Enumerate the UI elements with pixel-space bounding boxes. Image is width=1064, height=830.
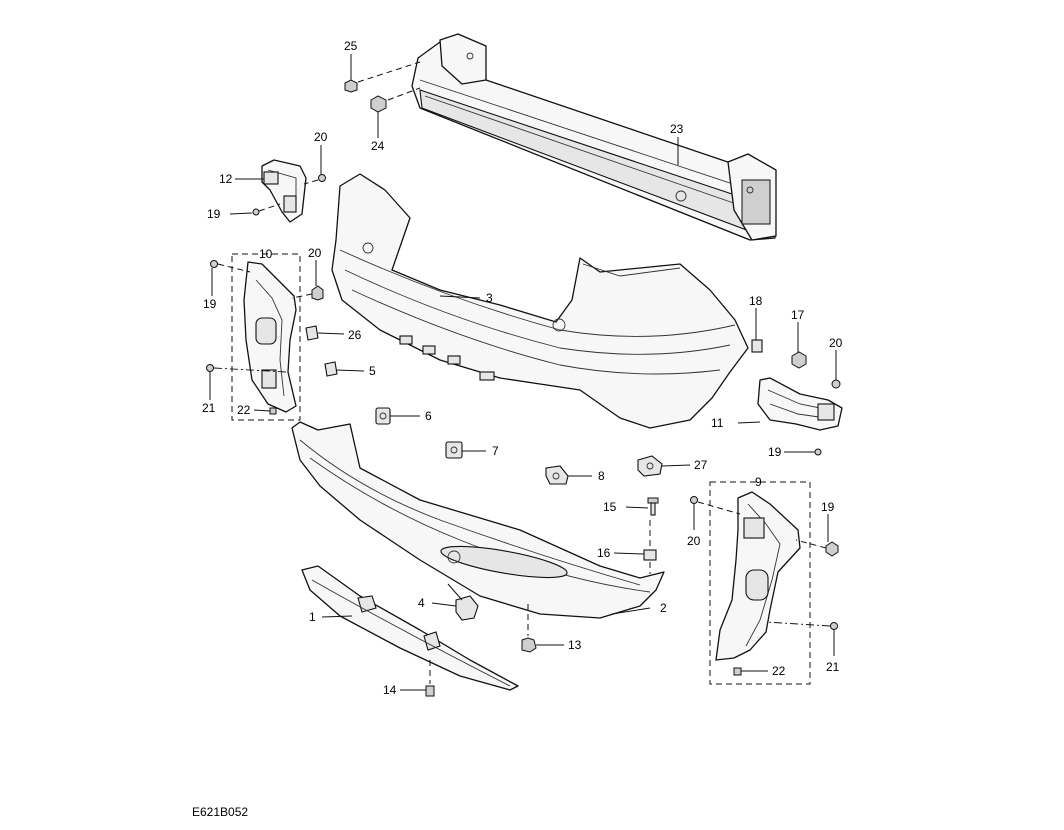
callout-4: 4 xyxy=(418,596,425,610)
callout-19-left: 19 xyxy=(203,297,217,311)
callout-10: 10 xyxy=(259,247,273,261)
part-15-screw xyxy=(647,497,659,516)
callout-17: 17 xyxy=(791,308,805,322)
part-19-screw-lower xyxy=(795,539,839,557)
part-12-bracket xyxy=(261,159,307,223)
callout-26: 26 xyxy=(348,328,362,342)
part-14-screw xyxy=(425,660,435,697)
callout-8: 8 xyxy=(598,469,605,483)
part-20-clip-right xyxy=(831,379,841,389)
callout-20-lower: 20 xyxy=(687,534,701,548)
callout-19-right: 19 xyxy=(768,445,782,459)
callout-9: 9 xyxy=(755,475,762,489)
callout-14: 14 xyxy=(383,683,397,697)
part-20-clip-lower xyxy=(690,496,741,515)
callout-21-left: 21 xyxy=(202,401,216,415)
part-20-clip-top xyxy=(303,174,326,185)
part-24-bolt xyxy=(370,87,421,113)
part-3-bumper-cover xyxy=(331,173,749,429)
part-27-retainer xyxy=(637,455,663,477)
part-1-lower-trim xyxy=(301,565,519,691)
part-11-bracket-right xyxy=(757,377,843,431)
part-5-clip xyxy=(324,361,338,377)
callout-19-lower: 19 xyxy=(821,500,835,514)
callout-16: 16 xyxy=(597,546,611,560)
drawing-code: E621B052 xyxy=(192,805,248,819)
callout-23: 23 xyxy=(670,122,684,136)
part-10-bracket-left xyxy=(243,261,297,413)
part-2-lower-valance xyxy=(291,421,665,619)
part-22-clip-right xyxy=(733,667,742,676)
callout-22-left: 22 xyxy=(237,403,251,417)
callout-6: 6 xyxy=(425,409,432,423)
callout-11: 11 xyxy=(711,416,724,430)
part-9-bracket-right xyxy=(715,491,801,661)
part-7-retainer xyxy=(445,441,463,459)
part-16-clip xyxy=(643,520,657,574)
part-20-clip-left xyxy=(291,285,324,301)
part-10-group-box xyxy=(231,253,301,421)
part-13-fastener xyxy=(521,604,537,653)
part-18-clip xyxy=(751,339,763,353)
part-21-nut-right xyxy=(765,621,838,630)
callout-2: 2 xyxy=(660,601,667,615)
part-19-screw-top xyxy=(252,203,281,216)
callout-18: 18 xyxy=(749,294,763,308)
callout-19-top: 19 xyxy=(207,207,221,221)
part-26-clip xyxy=(305,325,319,341)
callout-1: 1 xyxy=(309,610,316,624)
part-9-group-box xyxy=(709,481,811,685)
callout-20-top: 20 xyxy=(314,130,328,144)
part-8-retainer xyxy=(545,465,569,485)
callout-12: 12 xyxy=(219,172,233,186)
callout-5: 5 xyxy=(369,364,376,378)
part-6-retainer xyxy=(375,407,391,425)
leader-lines xyxy=(209,54,837,691)
callout-20-left: 20 xyxy=(308,246,322,260)
callout-labels: 25 24 23 12 20 19 10 20 19 3 26 5 21 22 … xyxy=(202,39,843,697)
part-25-bolt xyxy=(344,61,421,93)
callout-7: 7 xyxy=(492,444,499,458)
part-19-screw-left xyxy=(210,260,251,273)
callout-27: 27 xyxy=(694,458,708,472)
callout-22-right: 22 xyxy=(772,664,786,678)
callout-24: 24 xyxy=(371,139,385,153)
callout-13: 13 xyxy=(568,638,582,652)
callout-15: 15 xyxy=(603,500,617,514)
callout-25: 25 xyxy=(344,39,358,53)
part-19-screw-right xyxy=(814,448,822,456)
part-4-tow-cover xyxy=(447,583,479,621)
part-21-nut-left xyxy=(206,364,287,373)
callout-20-right: 20 xyxy=(829,336,843,350)
part-22-clip-left xyxy=(269,407,277,415)
part-17-screw xyxy=(791,351,807,369)
part-23-reinforcement-beam xyxy=(411,33,777,241)
callout-3: 3 xyxy=(486,291,493,305)
callout-21-right: 21 xyxy=(826,660,840,674)
